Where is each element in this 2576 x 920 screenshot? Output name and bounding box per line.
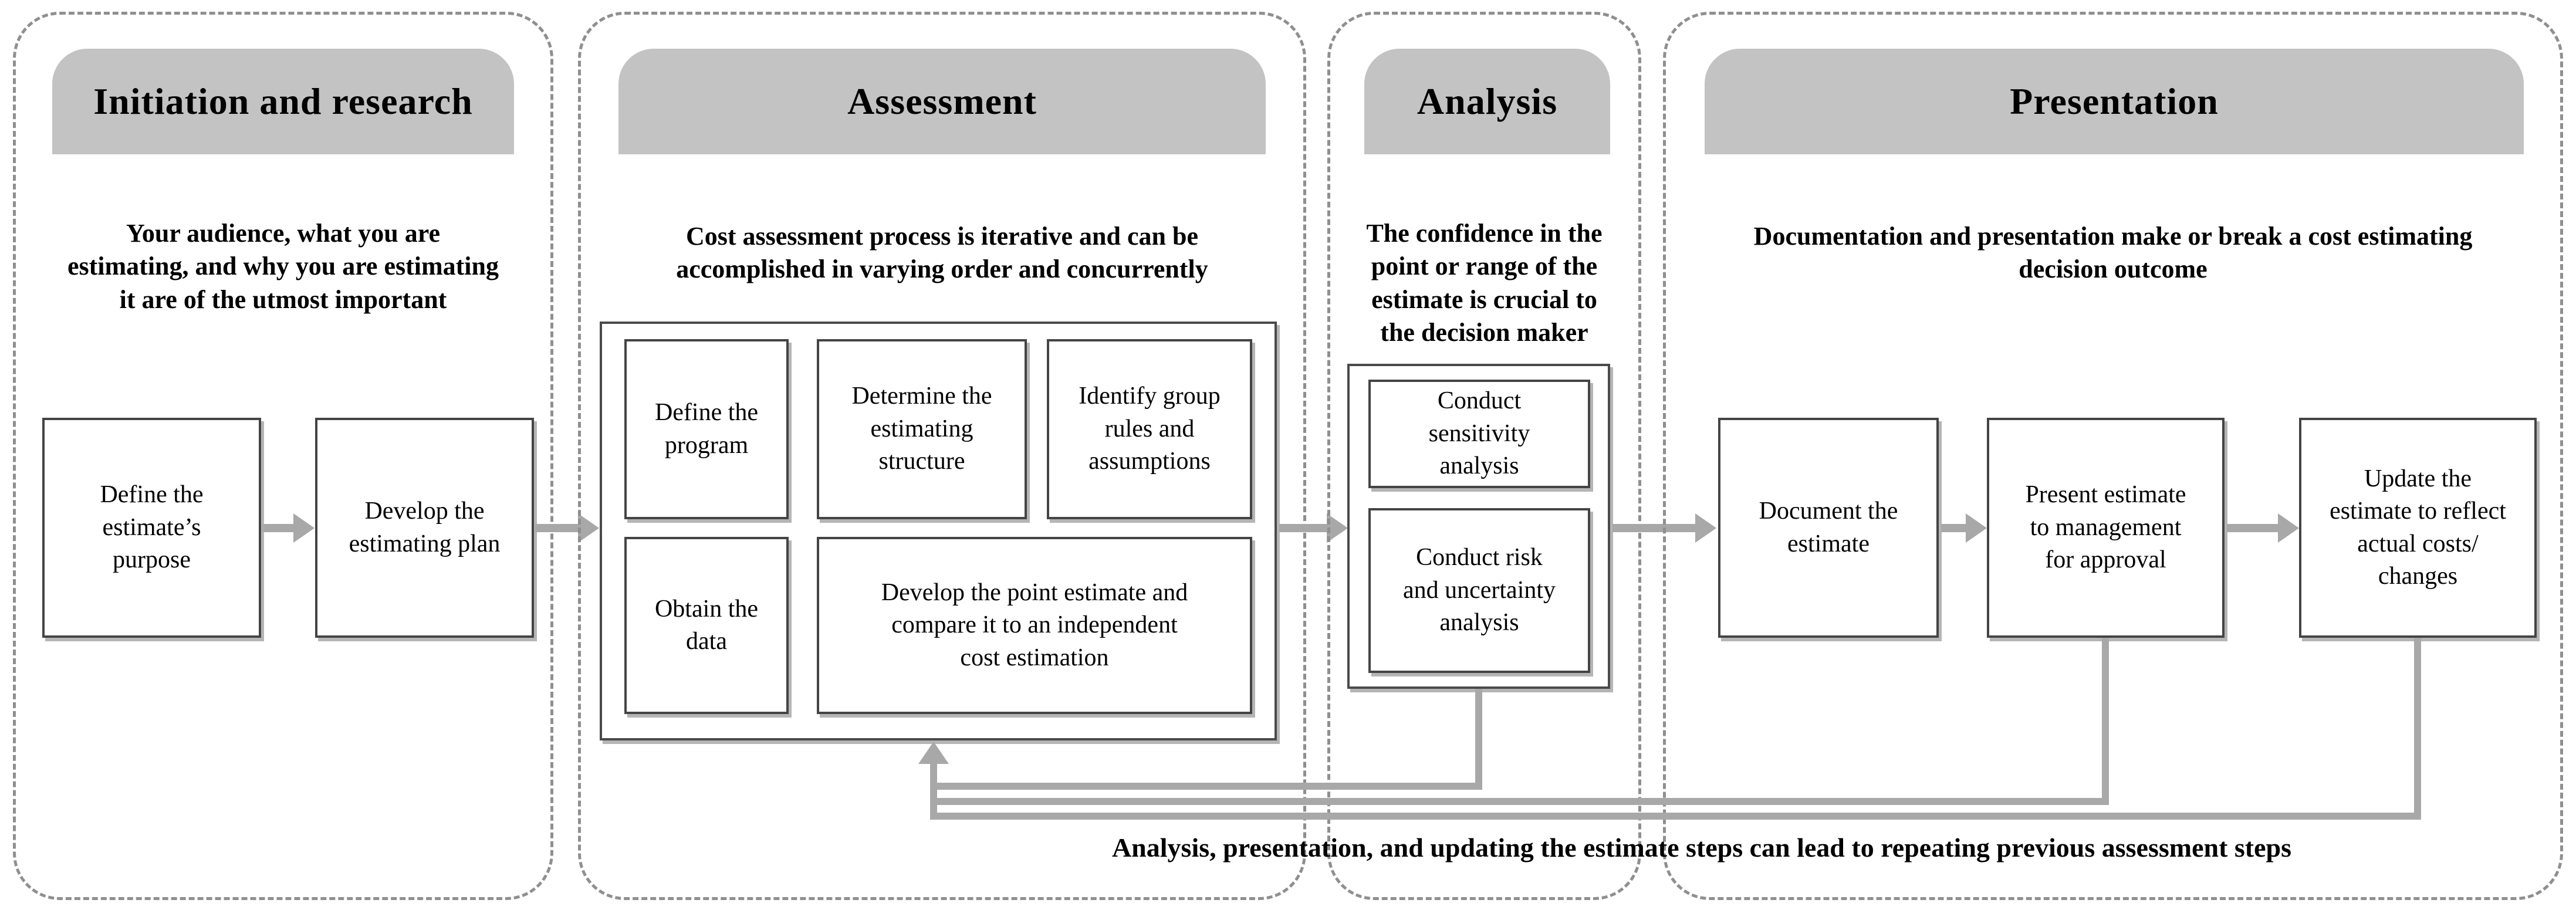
panel-header-presentation: Presentation (1705, 49, 2524, 154)
step-box-label: Develop the point estimate and compare i… (881, 579, 1188, 671)
step-box-obtain-the-data: Obtain the data (624, 537, 789, 714)
step-box-define-the-program: Define the program (624, 339, 789, 519)
feedback-line-from-analysis (930, 783, 1482, 790)
feedback-riser (930, 763, 937, 820)
step-box-document-the-estimate: Document the estimate (1718, 418, 1939, 638)
panel-analysis: Analysis The confidence in the point or … (1327, 12, 1641, 900)
step-box-define-estimates-purpose: Define the estimate’s purpose (42, 418, 261, 638)
panel-title: Initiation and research (93, 80, 473, 122)
arrow-initiation-to-assessment (535, 524, 579, 532)
panel-presentation: Presentation Documentation and presentat… (1663, 12, 2563, 900)
step-box-present-estimate: Present estimate to management for appro… (1987, 418, 2225, 638)
feedback-line-from-present (930, 798, 2109, 805)
step-box-label: Document the estimate (1759, 498, 1898, 557)
step-box-label: Develop the estimating plan (349, 498, 501, 557)
feedback-line-from-update (930, 813, 2421, 820)
panel-title: Presentation (2010, 80, 2219, 122)
step-box-label: Conduct sensitivity analysis (1428, 387, 1530, 480)
step-box-label: Present estimate to management for appro… (2025, 481, 2186, 574)
step-box-identify-group-rules: Identify group rules and assumptions (1047, 339, 1252, 519)
step-box-label: Define the program (654, 399, 759, 459)
step-box-label: Update the estimate to reflect actual co… (2330, 465, 2506, 590)
step-box-label: Obtain the data (654, 595, 759, 655)
step-box-conduct-sensitivity-analysis: Conduct sensitivity analysis (1368, 380, 1590, 488)
step-box-determine-estimating-structure: Determine the estimating structure (817, 339, 1027, 519)
step-box-label: Define the estimate’s purpose (100, 481, 204, 574)
panel-description: Cost assessment process is iterative and… (676, 222, 1208, 284)
step-box-label: Determine the estimating structure (851, 383, 992, 475)
panel-assessment: Assessment Cost assessment process is it… (578, 12, 1306, 900)
step-box-develop-estimating-plan: Develop the estimating plan (315, 418, 534, 638)
arrow-assessment-to-analysis (1279, 524, 1327, 532)
feedback-caption: Analysis, presentation, and updating the… (1111, 833, 2292, 863)
panel-initiation-and-research: Initiation and research Your audience, w… (13, 12, 553, 900)
panel-description: Documentation and presentation make or b… (1753, 222, 2473, 284)
arrow-analysis-to-presentation (1612, 524, 1696, 532)
step-box-develop-point-estimate: Develop the point estimate and compare i… (817, 537, 1252, 714)
arrow-present-to-update (2227, 524, 2278, 532)
panel-header-analysis: Analysis (1364, 49, 1610, 154)
step-box-conduct-risk-uncertainty-analysis: Conduct risk and uncertainty analysis (1368, 508, 1590, 673)
arrow-define-purpose-to-develop-plan (262, 524, 294, 532)
feedback-descender-update (2414, 638, 2421, 820)
feedback-up-arrowhead (918, 742, 949, 764)
step-box-label: Conduct risk and uncertainty analysis (1402, 544, 1556, 637)
feedback-descender-present (2102, 638, 2109, 805)
panel-title: Assessment (847, 80, 1037, 122)
panel-header-assessment: Assessment (618, 49, 1266, 154)
step-box-update-the-estimate: Update the estimate to reflect actual co… (2299, 418, 2537, 638)
panel-description: Your audience, what you are estimating, … (67, 219, 499, 314)
feedback-descender-analysis (1475, 689, 1482, 790)
arrow-document-to-present (1941, 524, 1966, 532)
panel-title: Analysis (1417, 80, 1558, 122)
panel-header-initiation: Initiation and research (52, 49, 514, 154)
step-box-label: Identify group rules and assumptions (1079, 383, 1221, 475)
panel-description: The confidence in the point or range of … (1366, 219, 1603, 347)
